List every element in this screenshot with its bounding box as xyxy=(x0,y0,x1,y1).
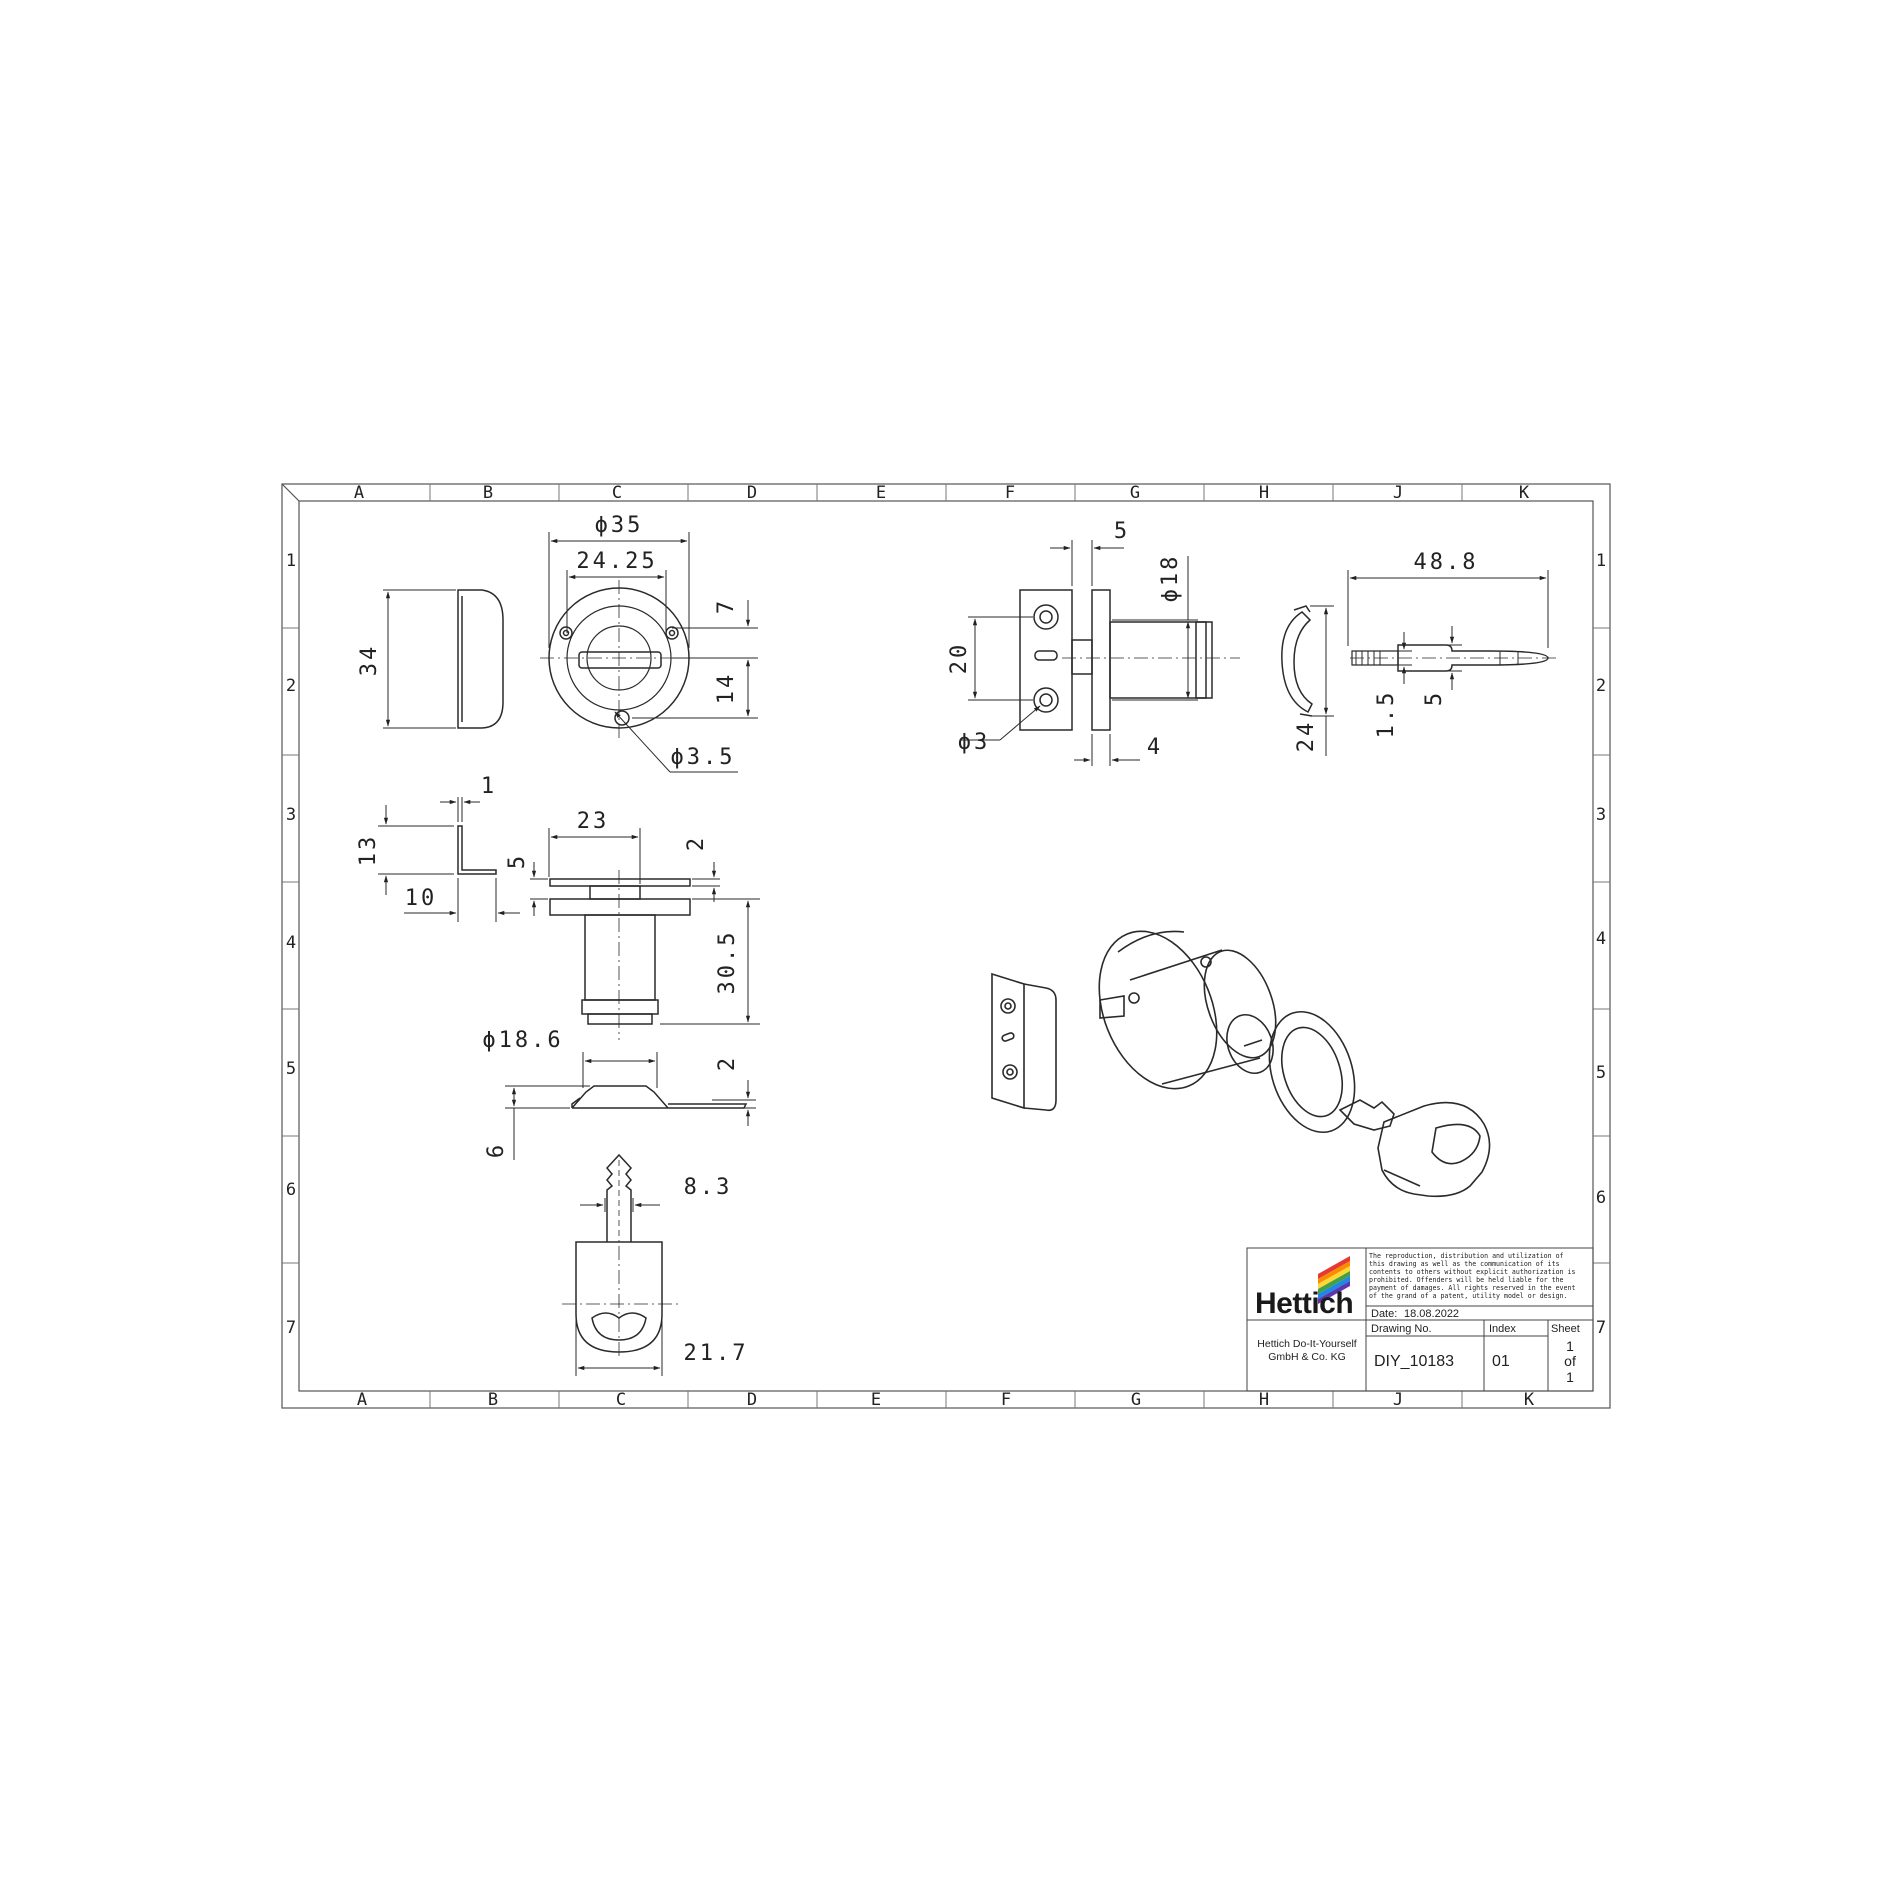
sheet-of: of xyxy=(1564,1353,1576,1369)
dim-keyside-48-8: 48.8 xyxy=(1414,550,1479,575)
dim-cover-height-label: 34 xyxy=(357,644,382,677)
drawing-number: DIY_10183 xyxy=(1374,1353,1454,1370)
zone-col-label: H xyxy=(1259,483,1269,503)
dim-plate-diameter: ϕ18 xyxy=(1158,554,1183,603)
zone-col-label: F xyxy=(1001,1390,1011,1410)
zone-row-label: 1 xyxy=(1596,551,1606,571)
title-block-notice: The reproduction, distribution and utili… xyxy=(1369,1252,1575,1300)
dim-key-8-3: 8.3 xyxy=(684,1175,733,1200)
dim-side-2: 2 xyxy=(684,835,709,851)
index-label: Index xyxy=(1489,1323,1516,1335)
dim-plate-hole-diameter: ϕ3 xyxy=(958,730,991,755)
zone-row-label: 5 xyxy=(1596,1063,1606,1083)
notice-line: payment of damages. All rights reserved … xyxy=(1369,1284,1575,1292)
zone-row-label: 6 xyxy=(286,1180,296,1200)
hettich-logo: Hettich xyxy=(1255,1256,1354,1320)
drawing-number-label: Drawing No. xyxy=(1371,1323,1432,1335)
zone-row-label: 2 xyxy=(286,676,296,696)
dim-ring-2: 2 xyxy=(715,1055,740,1071)
front-view xyxy=(540,532,758,773)
angle-bracket-view xyxy=(378,797,520,922)
dim-front-14: 14 xyxy=(714,672,739,705)
zone-col-label: C xyxy=(612,483,622,503)
zone-labels-top: A B C D E F G H J K xyxy=(354,483,1530,503)
zone-col-label: F xyxy=(1005,483,1015,503)
zone-col-label: E xyxy=(876,483,886,503)
dim-side-30-5: 30.5 xyxy=(715,930,740,995)
zone-col-label: A xyxy=(354,483,364,503)
zone-row-label: 3 xyxy=(1596,805,1606,825)
zone-col-label: K xyxy=(1524,1390,1535,1410)
company-name-line2: GmbH & Co. KG xyxy=(1268,1351,1346,1363)
index-value: 01 xyxy=(1492,1353,1510,1370)
dim-front-width: 24.25 xyxy=(576,549,657,574)
zone-col-label: B xyxy=(483,483,493,503)
dim-plate-20: 20 xyxy=(947,642,972,675)
notice-line: prohibited. Offenders will be held liabl… xyxy=(1369,1276,1564,1284)
title-block xyxy=(1246,1247,1594,1392)
zone-row-label: 4 xyxy=(1596,929,1606,949)
zone-row-label: 7 xyxy=(1596,1318,1606,1338)
dim-front-hole-diameter: ϕ3.5 xyxy=(671,745,736,770)
dim-angle-1: 1 xyxy=(481,774,497,799)
zone-row-label: 4 xyxy=(286,933,296,953)
zone-labels-right: 1 2 3 4 5 6 7 xyxy=(1596,551,1606,1338)
dim-front-7: 7 xyxy=(714,598,739,614)
zone-row-label: 2 xyxy=(1596,676,1606,696)
zone-col-label: C xyxy=(616,1390,626,1410)
zone-row-label: 6 xyxy=(1596,1188,1606,1208)
ring-section-view xyxy=(505,1052,756,1160)
notice-line: this drawing as well as the communicatio… xyxy=(1369,1260,1560,1268)
zone-row-label: 5 xyxy=(286,1059,296,1079)
mounting-plate-view xyxy=(960,540,1240,766)
dim-keyside-5: 5 xyxy=(1422,690,1447,706)
lock-side-view xyxy=(530,828,760,1040)
dim-profile-24: 24 xyxy=(1294,720,1319,753)
zone-col-label: H xyxy=(1259,1390,1269,1410)
dim-angle-13: 13 xyxy=(356,834,381,867)
dim-ring-6: 6 xyxy=(484,1142,509,1158)
zone-col-label: E xyxy=(871,1390,881,1410)
zone-col-label: K xyxy=(1519,483,1530,503)
sheet-number: 1 xyxy=(1566,1338,1574,1354)
notice-line: contents to others without explicit auth… xyxy=(1369,1268,1575,1276)
dim-ring-diameter: ϕ18.6 xyxy=(482,1028,563,1053)
zone-col-label: G xyxy=(1130,483,1140,503)
date-label: Date: xyxy=(1371,1308,1397,1320)
zone-row-label: 3 xyxy=(286,805,296,825)
brand-name: Hettich xyxy=(1255,1287,1353,1320)
zone-col-label: D xyxy=(747,1390,757,1410)
key-view xyxy=(562,1153,680,1376)
dim-plate-4: 4 xyxy=(1147,735,1163,760)
dim-keyside-1-5: 1.5 xyxy=(1374,690,1399,739)
dim-plate-5: 5 xyxy=(1114,519,1130,544)
date-value: 18.08.2022 xyxy=(1404,1308,1459,1320)
dim-side-23: 23 xyxy=(577,809,610,834)
isometric-assembly-view xyxy=(991,930,1491,1198)
zone-grid-ticks xyxy=(282,484,1610,1408)
zone-row-label: 7 xyxy=(286,1318,296,1338)
cover-side-view xyxy=(383,589,504,729)
key-side-view xyxy=(1347,570,1558,690)
zone-col-label: A xyxy=(357,1390,367,1410)
zone-labels-bottom: A B C D E F G H J K xyxy=(357,1390,1535,1410)
zone-col-label: D xyxy=(747,483,757,503)
notice-line: of the grand of a patent, utility model … xyxy=(1369,1292,1568,1300)
zone-row-label: 1 xyxy=(286,551,296,571)
sheet-label: Sheet xyxy=(1551,1323,1580,1335)
zone-col-label: J xyxy=(1393,1390,1403,1410)
zone-labels-left: 1 2 3 4 5 6 7 xyxy=(286,551,296,1338)
company-name-line1: Hettich Do-It-Yourself xyxy=(1257,1338,1356,1350)
zone-col-label: J xyxy=(1393,483,1403,503)
notice-line: The reproduction, distribution and utili… xyxy=(1369,1252,1564,1260)
zone-col-label: G xyxy=(1131,1390,1141,1410)
dim-front-diameter: ϕ35 xyxy=(595,513,644,538)
sheet-total: 1 xyxy=(1566,1369,1574,1385)
dim-side-5: 5 xyxy=(505,853,530,869)
zone-col-label: B xyxy=(488,1390,498,1410)
dim-key-21-7: 21.7 xyxy=(684,1341,749,1366)
cover-profile-view xyxy=(1281,605,1334,756)
dim-angle-10: 10 xyxy=(405,886,438,911)
